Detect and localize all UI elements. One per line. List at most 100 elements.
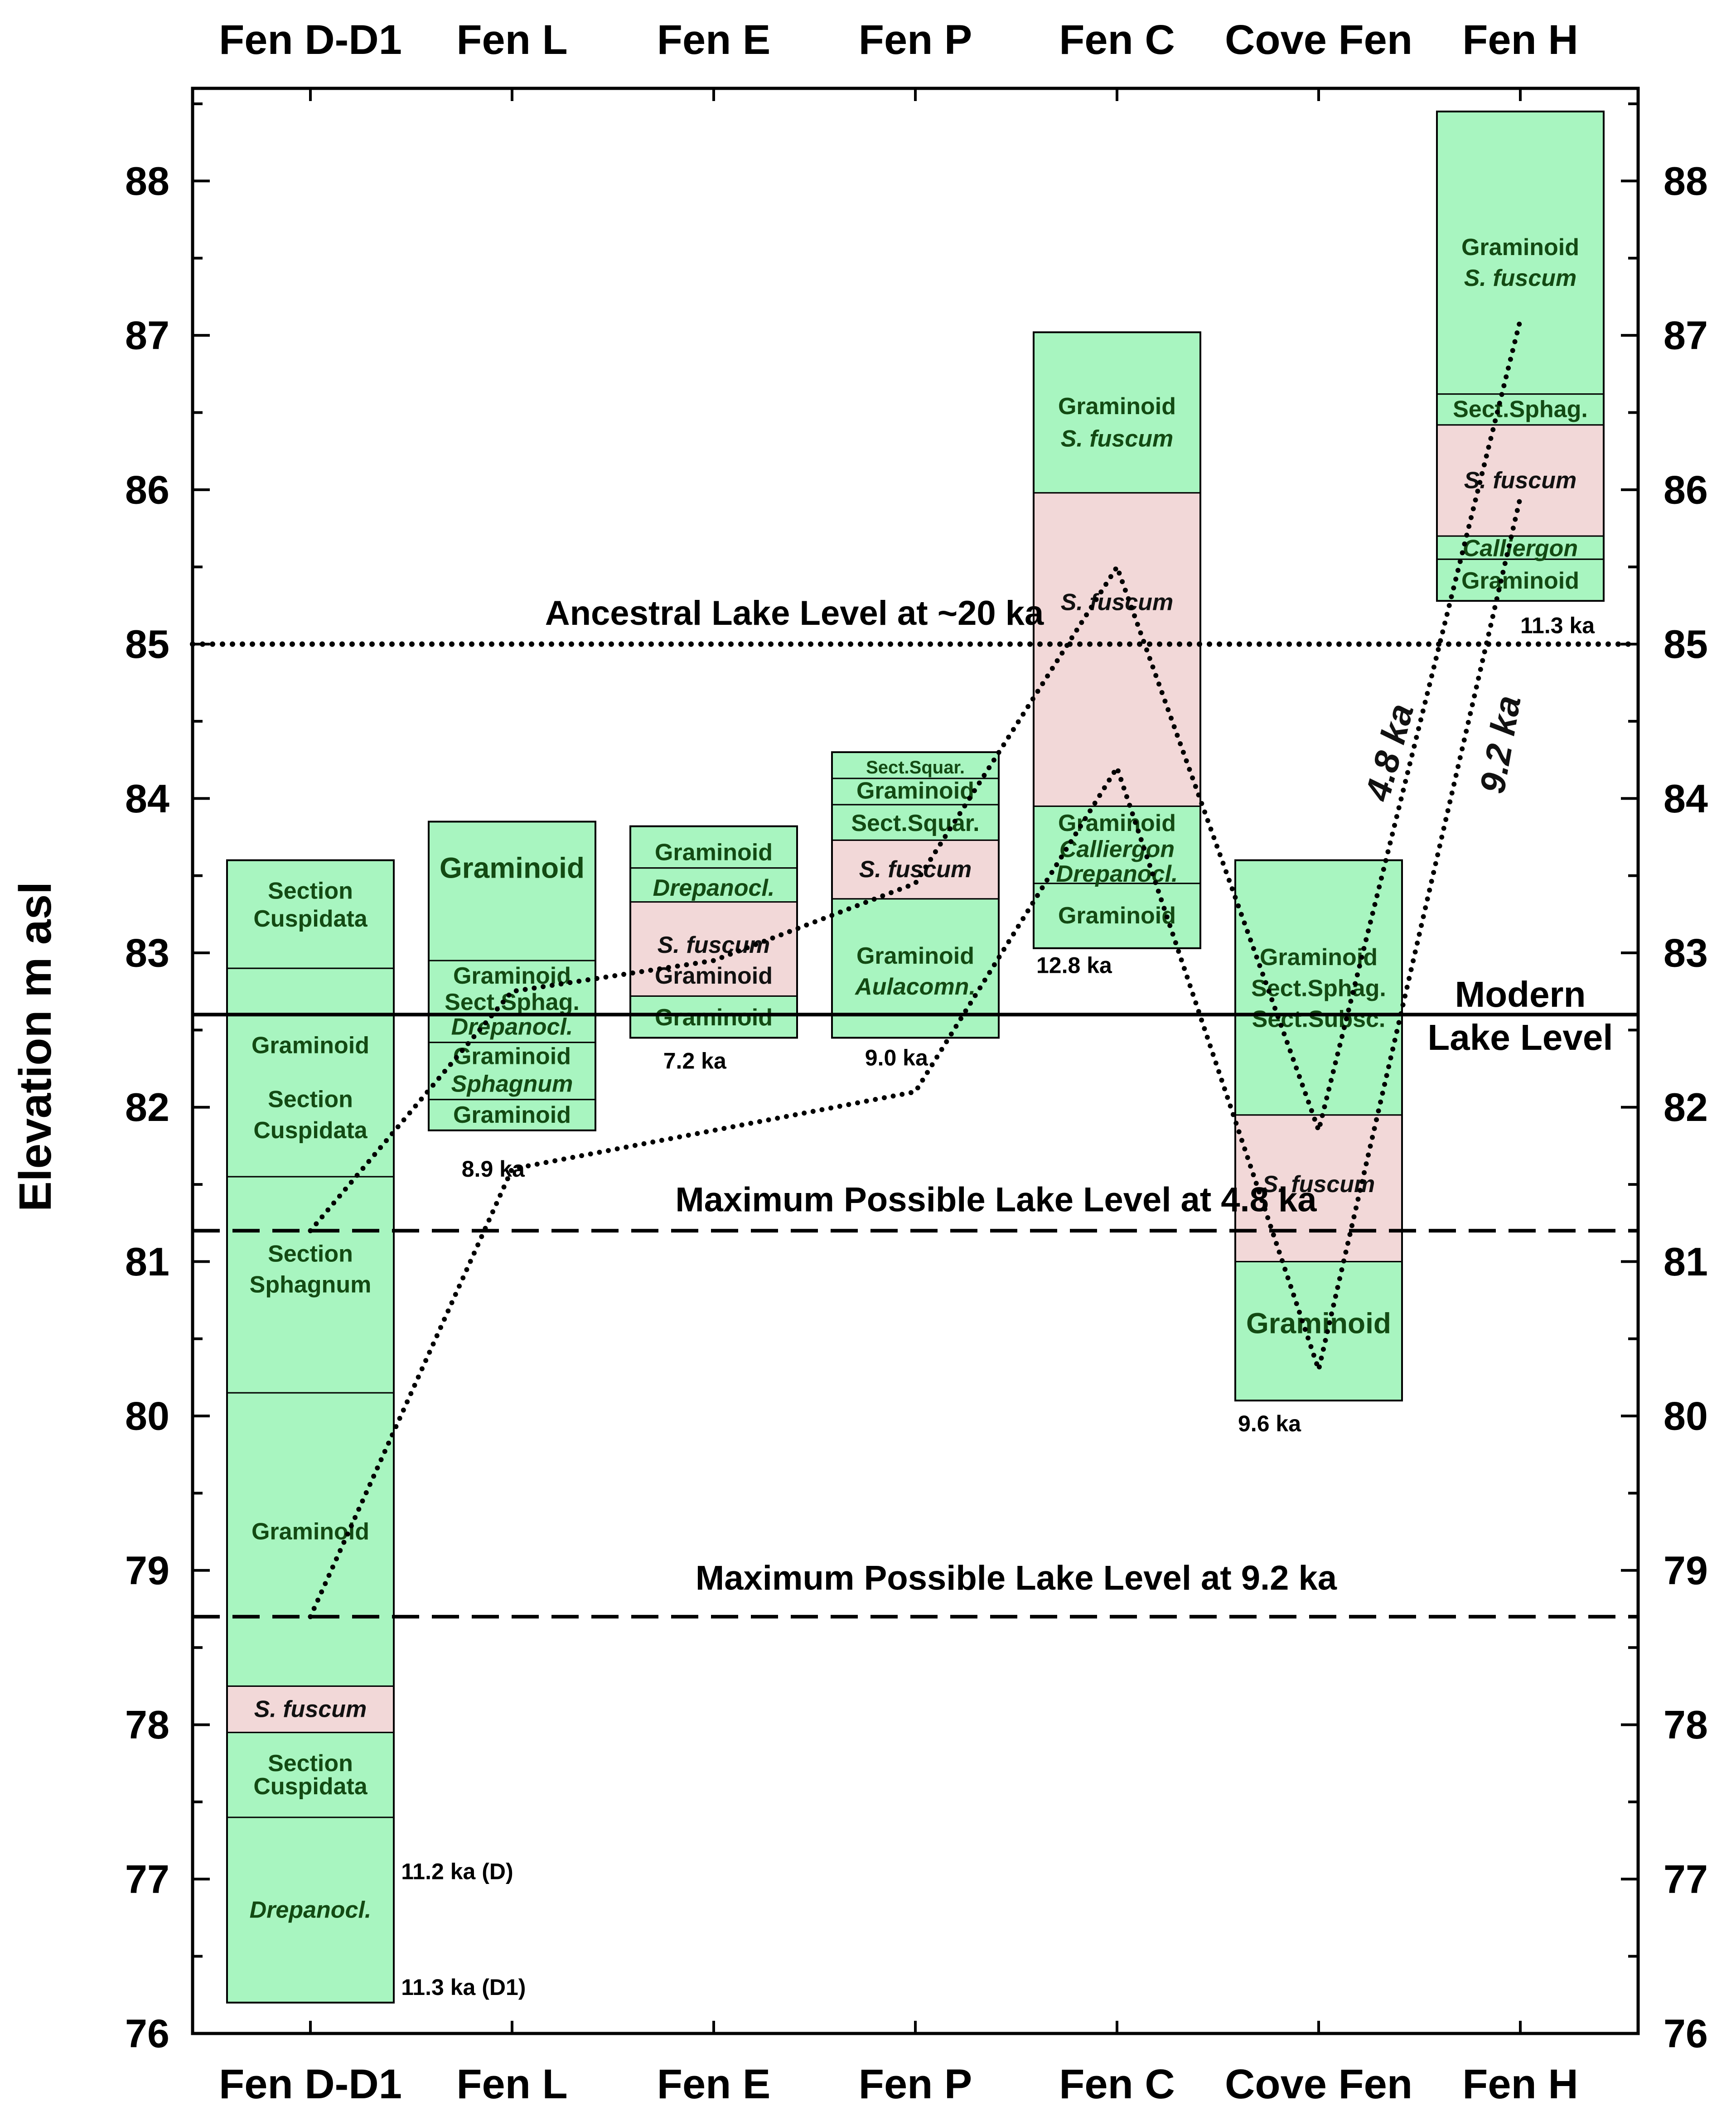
x-category-label-bottom: Cove Fen	[1225, 2061, 1412, 2107]
age-label: 9.6 ka	[1238, 1411, 1301, 1436]
y-tick-label-left: 80	[125, 1394, 169, 1439]
y-tick-label-left: 81	[125, 1239, 169, 1284]
stratigraphic-unit	[629, 867, 798, 903]
stratigraphic-unit	[428, 960, 596, 1043]
y-tick-label-right: 85	[1663, 622, 1708, 666]
unit-label: Graminoid	[453, 1102, 571, 1128]
unit-label: Graminoid	[251, 1032, 369, 1058]
unit-label: Cuspidata	[253, 1773, 368, 1800]
x-category-label-top: Fen H	[1462, 17, 1578, 63]
unit-label: Sect.Sphag.	[1453, 396, 1588, 423]
unit-label: Drepanocl.	[653, 875, 775, 901]
column-outline	[428, 821, 596, 1131]
unit-label: Cuspidata	[253, 1117, 368, 1144]
unit-label: Cuspidata	[253, 906, 368, 932]
unit-label: Sect.Sphag.	[1251, 975, 1386, 1001]
lake-level-series-label: 9.2 ka	[1472, 693, 1528, 797]
unit-label: Graminoid	[251, 1519, 369, 1545]
y-tick-label-right: 77	[1663, 1857, 1708, 1902]
y-tick-label-left: 79	[125, 1548, 169, 1593]
y-tick-label-left: 82	[125, 1085, 169, 1130]
y-tick-label-left: 86	[125, 467, 169, 512]
unit-label: Section	[268, 1087, 353, 1113]
y-tick-label-left: 88	[125, 159, 169, 203]
stratigraphic-unit	[226, 1732, 395, 1818]
unit-label: Sect.Subsc.	[1252, 1006, 1386, 1033]
column-outline	[831, 751, 1000, 1039]
y-tick-label-right: 80	[1663, 1394, 1708, 1439]
stratigraphic-unit	[629, 826, 798, 869]
unit-label: Drepanocl.	[250, 1897, 372, 1923]
x-category-label-top: Fen L	[456, 17, 567, 63]
lake-level-series-line	[308, 495, 1523, 1619]
unit-label: Graminoid	[856, 778, 974, 804]
age-label: 11.3 ka	[1520, 613, 1595, 638]
x-category-label-bottom: Fen C	[1059, 2061, 1175, 2107]
y-tick-label-left: 77	[125, 1857, 169, 1902]
unit-label: S. fuscum	[859, 856, 972, 883]
unit-label: S. fuscum	[1464, 265, 1577, 291]
age-label: 7.2 ka	[663, 1048, 727, 1074]
unit-label: Graminoid	[655, 1005, 773, 1031]
unit-label: Sphagnum	[451, 1071, 573, 1097]
column-outline	[1234, 859, 1403, 1402]
unit-label: Graminoid	[1058, 810, 1176, 836]
y-tick-label-left: 83	[125, 931, 169, 976]
unit-label: Drepanocl.	[451, 1014, 573, 1040]
x-category-label-bottom: Fen H	[1462, 2061, 1578, 2107]
unit-label: Graminoid	[440, 852, 585, 884]
stratigraphic-unit	[1436, 424, 1605, 537]
unit-label: S. fuscum	[1061, 589, 1174, 616]
unit-label: Sphagnum	[250, 1272, 372, 1298]
unit-label: Section	[268, 1241, 353, 1267]
stratigraphic-unit	[226, 1685, 395, 1734]
unit-label: Section	[268, 878, 353, 904]
y-axis-label: Elevation m asl	[10, 882, 61, 1212]
unit-label: Graminoid	[655, 963, 773, 989]
unit-label: Graminoid	[1246, 1307, 1391, 1340]
unit-label: Section	[268, 1750, 353, 1777]
x-category-label-bottom: Fen D-D1	[219, 2061, 402, 2107]
y-tick-label-left: 78	[125, 1702, 169, 1747]
y-tick-label-right: 87	[1663, 313, 1708, 358]
age-label: 12.8 ka	[1036, 952, 1112, 978]
y-tick-label-left: 84	[125, 776, 169, 821]
column-outline	[1033, 331, 1201, 949]
lake-level-series-line	[308, 317, 1523, 1233]
x-category-label-bottom: Fen L	[456, 2061, 567, 2107]
unit-label: Aulacomn.	[854, 974, 976, 1000]
unit-label: Calliergon	[1463, 535, 1578, 561]
column-outline	[226, 859, 395, 2004]
unit-label: S. fuscum	[1262, 1171, 1375, 1198]
stratigraphic-unit	[226, 1176, 395, 1394]
reference-line-label: Maximum Possible Lake Level at 9.2 ka	[696, 1559, 1337, 1597]
column-outline	[629, 825, 798, 1039]
y-tick-label-right: 88	[1663, 159, 1708, 203]
y-tick-label-left: 87	[125, 313, 169, 358]
unit-label: Sect.Squar.	[866, 758, 965, 778]
unit-label: S. fuscum	[1061, 425, 1174, 452]
y-tick-label-right: 84	[1663, 776, 1708, 821]
stratigraphic-unit	[428, 821, 596, 961]
reference-line-label: Ancestral Lake Level at ~20 ka	[545, 594, 1044, 633]
y-tick-label-right: 82	[1663, 1085, 1708, 1130]
y-tick-label-right: 78	[1663, 1702, 1708, 1747]
unit-label: S. fuscum	[658, 932, 770, 958]
y-tick-label-left: 85	[125, 622, 169, 666]
unit-label: Graminoid	[453, 1043, 571, 1069]
unit-label: Graminoid	[1461, 568, 1579, 594]
reference-line-label: Maximum Possible Lake Level at 4.8 ka	[675, 1181, 1317, 1219]
stratigraphic-unit	[1033, 492, 1201, 807]
unit-label: Graminoid	[1461, 234, 1579, 261]
reference-line-label: Lake Level	[1427, 1017, 1613, 1058]
y-tick-label-right: 76	[1663, 2011, 1708, 2056]
y-tick-label-right: 86	[1663, 467, 1708, 512]
unit-label: Graminoid	[655, 840, 773, 866]
unit-label: Sect.Sphag.	[445, 989, 580, 1015]
age-label: 8.9 ka	[462, 1156, 525, 1182]
x-category-label-top: Fen P	[859, 17, 972, 63]
unit-label: Graminoid	[1058, 393, 1176, 420]
y-tick-label-right: 81	[1663, 1239, 1708, 1284]
